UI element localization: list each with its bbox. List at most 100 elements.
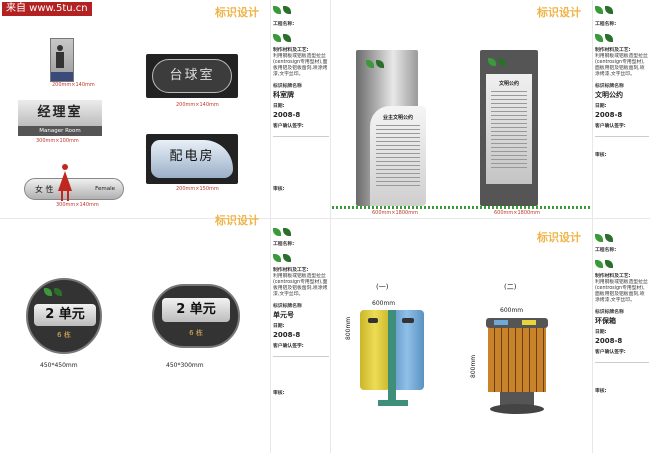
restroom-sign bbox=[50, 38, 74, 82]
project-logo-icon bbox=[273, 252, 299, 264]
unit-sign-round: 2 单元 6 栋 bbox=[26, 278, 102, 354]
craft-text: 利用钢板或铝板造型拉丝(centrosign专用型材),面板用铝及铝板凿刻,喷涂… bbox=[273, 274, 328, 297]
review-label: 审核: bbox=[273, 187, 285, 192]
stand-text-block bbox=[376, 125, 420, 189]
date-value: 2008-8 bbox=[273, 111, 301, 119]
female-label: 女 性 bbox=[35, 185, 54, 194]
sign-name-label: 标识标牌名称 bbox=[595, 84, 624, 89]
unit-oval-label: 2 单元 bbox=[162, 298, 230, 322]
sheet-divider bbox=[592, 0, 593, 453]
date-label: 日期: bbox=[595, 330, 607, 335]
billiard-room-label: 台球室 bbox=[152, 59, 232, 93]
wood-bin-right bbox=[486, 318, 548, 414]
dimension-label: 200mm×140mm bbox=[52, 82, 95, 88]
spec-panel: 工程名称: 制作材料及工艺: 利用钢板或铝板造型拉丝(centrosign专用型… bbox=[595, 232, 649, 395]
spec-panel: 工程名称: 制作材料及工艺: 利用钢板或铝板造型拉丝(centrosign专用型… bbox=[273, 4, 329, 193]
bin-height-label: 800mm bbox=[345, 316, 352, 340]
sign-name-value: 文明公约 bbox=[595, 91, 623, 99]
company-logo-icon bbox=[595, 232, 621, 244]
review-label: 审核: bbox=[273, 391, 285, 396]
date-value: 2008-8 bbox=[595, 111, 623, 119]
sign-name-label: 标识标牌名称 bbox=[273, 304, 302, 309]
sheet-title: 标识设计 bbox=[537, 6, 581, 19]
client-sign-label: 客户确认签字: bbox=[595, 124, 626, 129]
dimension-label: 600mm×1800mm bbox=[372, 210, 418, 216]
date-label: 日期: bbox=[595, 104, 607, 109]
project-name-label: 工程名称: bbox=[273, 22, 295, 27]
power-room-label: 配电房 bbox=[151, 140, 233, 178]
dimension-label: 450*450mm bbox=[40, 362, 78, 369]
dimension-label: 300mm×140mm bbox=[56, 202, 99, 208]
project-logo-icon bbox=[595, 32, 621, 44]
craft-text: 利用钢板或铝板造型拉丝(centrosign专用型材),面板用铝及铝板凿刻,喷涂… bbox=[595, 280, 648, 303]
client-sign-label: 客户确认签字: bbox=[273, 124, 304, 129]
dimension-label: 200mm×140mm bbox=[176, 102, 219, 108]
unit-round-label: 2 单元 bbox=[34, 304, 96, 326]
sheet-divider bbox=[330, 0, 331, 453]
manager-room-en-label: Manager Room bbox=[18, 126, 102, 136]
spec-panel: 工程名称: 制作材料及工艺: 利用钢板或铝板造型拉丝(centrosign专用型… bbox=[273, 226, 329, 397]
civilization-stand-left: 业主文明公约 bbox=[356, 50, 426, 206]
project-name-label: 工程名称: bbox=[595, 248, 617, 253]
dimension-label: 450*300mm bbox=[166, 362, 204, 369]
power-room-sign: 配电房 bbox=[146, 134, 238, 184]
project-logo-icon bbox=[273, 32, 299, 44]
building-oval-label: 6 栋 bbox=[189, 329, 203, 337]
female-figure-icon bbox=[58, 164, 72, 202]
spec-panel: 工程名称: 制作材料及工艺: 利用钢板或铝板造型拉丝(centrosign专用型… bbox=[595, 4, 649, 159]
sheet-divider bbox=[270, 0, 271, 453]
sign-name-label: 标识标牌名称 bbox=[595, 310, 624, 315]
stand-left-title: 业主文明公约 bbox=[382, 115, 413, 121]
manager-room-label: 经理室 bbox=[18, 100, 102, 126]
bin-width-label: 600mm bbox=[372, 300, 396, 307]
craft-label: 制作材料及工艺: bbox=[273, 48, 309, 53]
review-label: 审核: bbox=[595, 153, 607, 158]
company-logo-icon bbox=[595, 4, 621, 16]
grass-ground bbox=[332, 206, 590, 209]
craft-text: 利用钢板或铝板造型拉丝(centrosign专用型材),面板用铝及铝板凿刻,喷涂… bbox=[273, 54, 328, 77]
sign-name-label: 标识标牌名称 bbox=[273, 84, 302, 89]
sign-name-value: 环保箱 bbox=[595, 317, 616, 325]
stand-left-panel: 业主文明公约 bbox=[370, 106, 426, 206]
sheet-title: 标识设计 bbox=[215, 214, 259, 227]
date-value: 2008-8 bbox=[273, 331, 301, 339]
unit-sign-oval: 2 单元 6 栋 bbox=[152, 284, 240, 348]
dimension-label: 300mm×100mm bbox=[36, 138, 79, 144]
recycling-bin-left bbox=[360, 310, 424, 406]
stand-right-title: 文明公约 bbox=[498, 81, 519, 87]
sign-name-value: 单元号 bbox=[273, 311, 294, 319]
craft-text: 利用钢板或铝板造型拉丝(centrosign专用型材),面板用铝及铝板凿刻,喷涂… bbox=[595, 54, 648, 77]
date-label: 日期: bbox=[273, 324, 285, 329]
sheet-divider bbox=[0, 218, 650, 219]
sheet-title: 标识设计 bbox=[537, 231, 581, 244]
sheet-title: 标识设计 bbox=[215, 6, 259, 19]
building-round-label: 6 栋 bbox=[57, 331, 71, 339]
female-restroom-sign: 女 性 Female bbox=[24, 178, 124, 200]
bin-width-label: 600mm bbox=[500, 307, 524, 314]
project-logo-icon bbox=[595, 258, 621, 270]
craft-label: 制作材料及工艺: bbox=[273, 268, 309, 273]
company-logo-icon bbox=[273, 4, 299, 16]
civilization-stand-right: 文明公约 bbox=[480, 50, 538, 206]
date-value: 2008-8 bbox=[595, 337, 623, 345]
craft-label: 制作材料及工艺: bbox=[595, 48, 631, 53]
dimension-label: 600mm×1800mm bbox=[494, 210, 540, 216]
female-en-label: Female bbox=[95, 186, 115, 192]
bin-height-label: 800mm bbox=[470, 354, 477, 378]
bin-left-caption: (一) bbox=[376, 283, 389, 291]
craft-label: 制作材料及工艺: bbox=[595, 274, 631, 279]
client-sign-label: 客户确认签字: bbox=[273, 344, 304, 349]
bin-right-caption: (二) bbox=[504, 283, 517, 291]
company-logo-icon bbox=[273, 226, 299, 238]
project-name-label: 工程名称: bbox=[273, 242, 295, 247]
manager-room-sign: 经理室 Manager Room bbox=[18, 100, 102, 136]
date-label: 日期: bbox=[273, 104, 285, 109]
stand-logo-icon bbox=[488, 56, 514, 68]
stand-logo-icon bbox=[366, 58, 392, 70]
billiard-room-sign: 台球室 bbox=[146, 54, 238, 98]
review-label: 审核: bbox=[595, 389, 607, 394]
project-name-label: 工程名称: bbox=[595, 22, 617, 27]
client-sign-label: 客户确认签字: bbox=[595, 350, 626, 355]
unit-logo-icon bbox=[44, 286, 70, 298]
dimension-label: 200mm×150mm bbox=[176, 186, 219, 192]
